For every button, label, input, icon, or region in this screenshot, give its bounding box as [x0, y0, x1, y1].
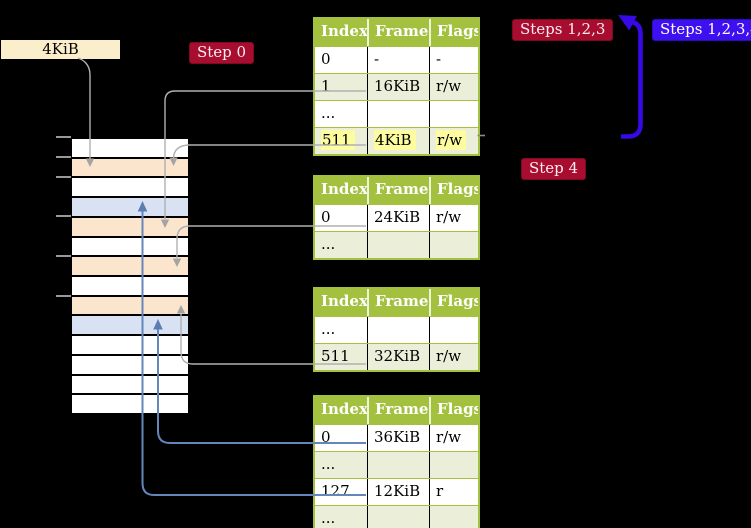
memory-tick-0: [56, 136, 71, 138]
table-row: 0 24KiB r/w: [315, 204, 478, 231]
cell-index: 0: [321, 208, 331, 226]
table-row: 0 - -: [315, 46, 478, 73]
cell-flags: [429, 506, 478, 528]
memory-row-13-white: [72, 393, 188, 414]
memory-row-5-white: [72, 235, 188, 256]
table-row: 127 12KiB r: [315, 478, 478, 505]
cell-frame: 36KiB: [367, 425, 429, 451]
cell-index: 0: [321, 50, 331, 68]
cell-frame: [367, 232, 429, 258]
cell-index: 0: [321, 428, 331, 446]
cell-frame: -: [367, 47, 429, 73]
memory-row-6-orange: [72, 255, 188, 276]
cell-flags: r/w: [429, 344, 478, 370]
cell-index: ...: [321, 104, 336, 122]
memory-tick-2: [56, 176, 71, 178]
col-frame: Frame: [367, 19, 429, 46]
table-row: ...: [315, 316, 478, 343]
cell-flags: [429, 317, 478, 343]
col-flags: Flags: [429, 19, 478, 46]
cell-frame: [367, 101, 429, 127]
col-index: Index: [321, 22, 367, 40]
cell-index: ...: [321, 455, 336, 473]
memory-row-9-blue: [72, 314, 188, 335]
table-row: 1 16KiB r/w: [315, 73, 478, 100]
memory-row-11-white: [72, 353, 188, 374]
cell-flags: -: [429, 47, 478, 73]
cell-frame: 24KiB: [367, 205, 429, 231]
cell-flags: [429, 452, 478, 478]
table-row-highlighted: 511 4KiB r/w: [315, 127, 478, 154]
cell-frame: 16KiB: [367, 74, 429, 100]
memory-row-1-orange: [72, 156, 188, 177]
cell-flags: r/w: [429, 205, 478, 231]
cell-index: ...: [321, 235, 336, 253]
col-frame: Frame: [367, 289, 429, 316]
memory-row-7-white: [72, 275, 188, 295]
table-row: ...: [315, 231, 478, 258]
memory-tick-5: [56, 295, 71, 297]
page-table-4: Index Frame Flags 0 36KiB r/w ... 127 12…: [313, 395, 480, 528]
badge-steps-1-2-3: Steps 1,2,3: [512, 19, 614, 41]
table-row: ...: [315, 451, 478, 478]
cell-frame: [367, 452, 429, 478]
table-header: Index Frame Flags: [315, 289, 478, 316]
cell-flags: r: [429, 479, 478, 505]
table-row: 0 36KiB r/w: [315, 424, 478, 451]
cell-index: ...: [321, 509, 336, 527]
memory-tick-4: [56, 255, 71, 257]
memory-tick-1: [56, 156, 71, 158]
cell-index: 127: [321, 482, 350, 500]
badge-step-0: Step 0: [189, 42, 255, 64]
col-flags: Flags: [429, 397, 478, 424]
memory-tick-3: [56, 215, 71, 217]
highlight: 511: [321, 130, 355, 150]
cell-frame: [367, 317, 429, 343]
table-row: 511 32KiB r/w: [315, 343, 478, 370]
page-table-3: Index Frame Flags ... 511 32KiB r/w: [313, 287, 480, 372]
col-frame: Frame: [367, 177, 429, 204]
memory-row-12-white: [72, 373, 188, 394]
table-row: ...: [315, 100, 478, 127]
memory-row-0-white: [72, 139, 188, 157]
cell-frame: 4KiB: [367, 128, 429, 154]
cell-frame: [367, 506, 429, 528]
badge-steps-1-2-3-4: Steps 1,2,3,4: [652, 19, 751, 41]
big-blue-loop-arrow: [618, 15, 643, 139]
cell-index: 511: [315, 128, 367, 154]
table-header: Index Frame Flags: [315, 19, 478, 46]
page-table-1: Index Frame Flags 0 - - 1 16KiB r/w ... …: [313, 17, 480, 156]
highlight: r/w: [436, 130, 467, 150]
col-flags: Flags: [429, 177, 478, 204]
col-index: Index: [321, 292, 367, 310]
memory-row-8-orange: [72, 294, 188, 315]
table-header: Index Frame Flags: [315, 177, 478, 204]
col-flags: Flags: [429, 289, 478, 316]
cell-flags: r/w: [429, 74, 478, 100]
page-table-2: Index Frame Flags 0 24KiB r/w ...: [313, 175, 480, 260]
memory-row-3-blue: [72, 196, 188, 216]
badge-step-4: Step 4: [521, 158, 587, 180]
highlight: 4KiB: [374, 130, 416, 150]
memory-row-2-white: [72, 176, 188, 197]
cell-index: ...: [321, 320, 336, 338]
frame-size-label: 4KiB: [1, 40, 120, 59]
cell-frame: 32KiB: [367, 344, 429, 370]
cell-flags: [429, 101, 478, 127]
col-index: Index: [321, 180, 367, 198]
cell-index: 1: [321, 77, 331, 95]
table-row: ...: [315, 505, 478, 528]
cell-frame: 12KiB: [367, 479, 429, 505]
cell-flags: r/w: [429, 128, 478, 154]
cell-flags: r/w: [429, 425, 478, 451]
cell-index: 511: [321, 347, 350, 365]
col-index: Index: [321, 400, 367, 418]
memory-row-10-white: [72, 334, 188, 354]
cell-flags: [429, 232, 478, 258]
col-frame: Frame: [367, 397, 429, 424]
table-header: Index Frame Flags: [315, 397, 478, 424]
memory-row-4-orange: [72, 215, 188, 236]
memory-column: [70, 137, 190, 415]
